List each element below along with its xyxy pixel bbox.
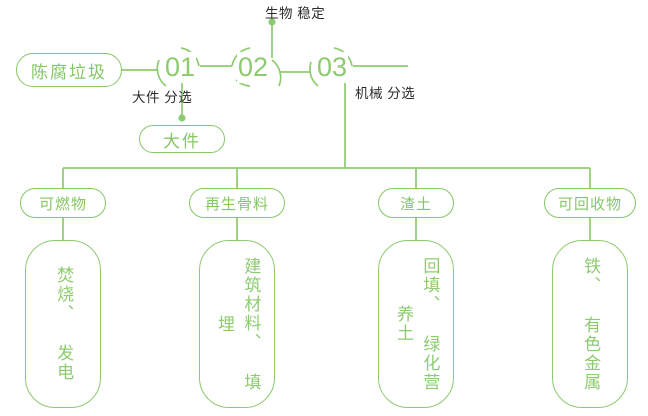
source-node-label: 陈腐垃圾 [31, 62, 107, 82]
output-pill-1[interactable]: 可燃物 [20, 188, 106, 218]
step-number-02[interactable]: 02 [237, 52, 270, 83]
arc-step02-bottom-a [271, 59, 282, 87]
arc-step02-bottom-b [235, 79, 251, 87]
output-pill-1-label: 可燃物 [38, 195, 87, 213]
step-number-02-label: 02 [238, 52, 269, 82]
step-number-03-label: 03 [317, 52, 348, 82]
arc-step01-bottom [156, 59, 167, 87]
output-pill-2[interactable]: 再生骨料 [189, 188, 285, 218]
output-detail-box-3[interactable]: 回填、 绿化营养土 [378, 240, 454, 408]
dot-biostable-branch [268, 18, 276, 26]
output-pill-4[interactable]: 可回收物 [544, 188, 636, 218]
step-number-01-label: 01 [165, 52, 196, 82]
output-pill-3[interactable]: 渣土 [378, 188, 454, 218]
output-pill-3-label: 渣土 [399, 195, 432, 213]
arc-step03-bottom [309, 61, 319, 87]
step-annotation-03: 机械 分选 [355, 86, 416, 101]
output-detail-box-2[interactable]: 建筑材料、 填埋 [199, 240, 275, 408]
output-detail-box-4-text: 铁、 有色金属 [581, 256, 601, 392]
output-detail-box-3-text: 回填、 绿化营养土 [394, 256, 440, 392]
output-detail-box-4[interactable]: 铁、 有色金属 [552, 240, 628, 408]
step-number-03[interactable]: 03 [316, 52, 349, 83]
side-output-node-label: 大件 [163, 131, 201, 151]
step-number-01[interactable]: 01 [164, 52, 197, 83]
side-output-node-bulky[interactable]: 大件 [139, 125, 225, 153]
step-annotation-01: 大件 分选 [132, 90, 193, 105]
dot-bulky-branch [178, 114, 186, 122]
output-pill-2-label: 再生骨料 [204, 195, 269, 213]
output-pill-4-label: 可回收物 [557, 195, 622, 213]
step-annotation-02: 生物 稳定 [265, 6, 326, 21]
output-detail-box-1-text: 焚烧、 发电 [54, 266, 74, 382]
source-node-chenfu-laji[interactable]: 陈腐垃圾 [16, 53, 122, 87]
output-detail-box-2-text: 建筑材料、 填埋 [215, 256, 261, 392]
output-detail-box-1[interactable]: 焚烧、 发电 [25, 240, 101, 408]
